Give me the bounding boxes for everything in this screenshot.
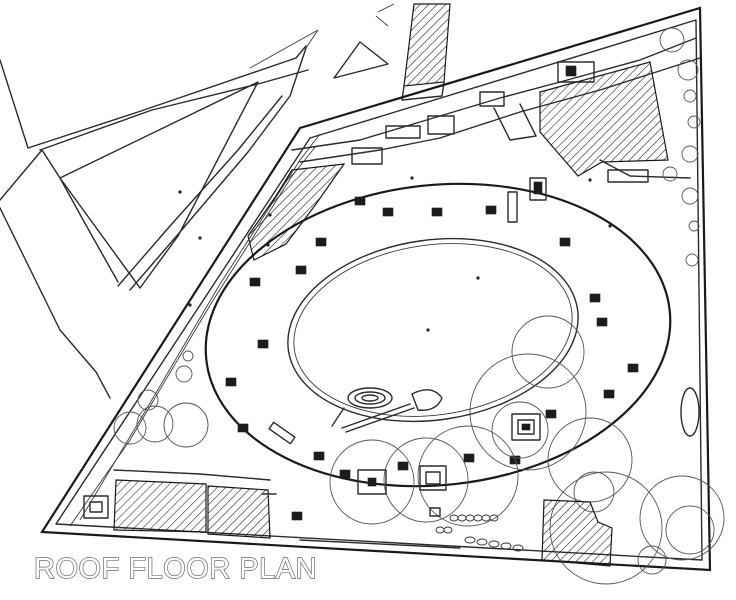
site-boundary bbox=[40, 6, 712, 572]
drawing-title: ROOF FLOOR PLAN bbox=[34, 553, 317, 585]
courtyard-rings bbox=[204, 182, 672, 488]
street-context-lines bbox=[0, 29, 319, 399]
south-hatched-blocks bbox=[83, 469, 613, 567]
east-oval-feature bbox=[680, 387, 700, 437]
rooftop-fixtures bbox=[178, 176, 639, 521]
entrance-stair bbox=[401, 3, 451, 101]
lower-planters bbox=[357, 413, 541, 495]
northwest-hatched-band bbox=[247, 163, 346, 261]
triangle-marker bbox=[333, 3, 395, 79]
northeast-hatched-block bbox=[539, 61, 691, 183]
courtyard-sculpture bbox=[331, 387, 443, 433]
north-building-strip bbox=[291, 37, 701, 165]
shrub-row bbox=[429, 507, 524, 552]
